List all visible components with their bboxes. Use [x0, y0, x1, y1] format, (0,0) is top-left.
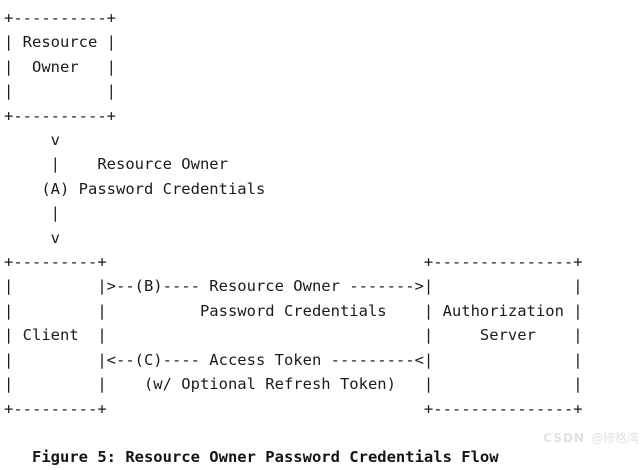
diagram-line-spacer: [4, 421, 643, 445]
diagram-line-step-c-arrow: | |<--(C)---- Access Token ---------<| |: [4, 350, 583, 369]
diagram-line-resource-owner-2: | Owner |: [4, 57, 116, 76]
diagram-line-arrow-down-1: v: [4, 131, 60, 150]
diagram-line-step-b-arrow: | |>--(B)---- Resource Owner ------->| |: [4, 277, 583, 296]
diagram-line-client-server-bottom-border: +---------+ +---------------+: [4, 399, 583, 418]
figure-caption: Figure 5: Resource Owner Password Creden…: [4, 448, 499, 467]
ascii-flow-diagram: +----------+ | Resource | | Owner | | | …: [4, 9, 643, 466]
diagram-line-arrow-down-2: v: [4, 228, 60, 247]
diagram-line-client-server-top-border: +---------+ +---------------+: [4, 253, 583, 272]
diagram-line-resource-owner-bottom-border: +----------+: [4, 106, 116, 125]
diagram-line-step-b-text: | | Password Credentials | Authorization…: [4, 301, 583, 320]
diagram-line-step-a-text-1: | Resource Owner: [4, 155, 228, 174]
diagram-line-top-border: +----------+: [4, 9, 116, 27]
diagram-line-arrow-stem: |: [4, 204, 60, 223]
diagram-line-resource-owner-3: | |: [4, 82, 116, 101]
diagram-line-client-label: | Client | | Server |: [4, 326, 583, 345]
diagram-line-step-a-text-2: (A) Password Credentials: [4, 179, 266, 198]
diagram-line-step-c-text: | | (w/ Optional Refresh Token) | |: [4, 375, 583, 394]
diagram-line-resource-owner-1: | Resource |: [4, 33, 116, 52]
